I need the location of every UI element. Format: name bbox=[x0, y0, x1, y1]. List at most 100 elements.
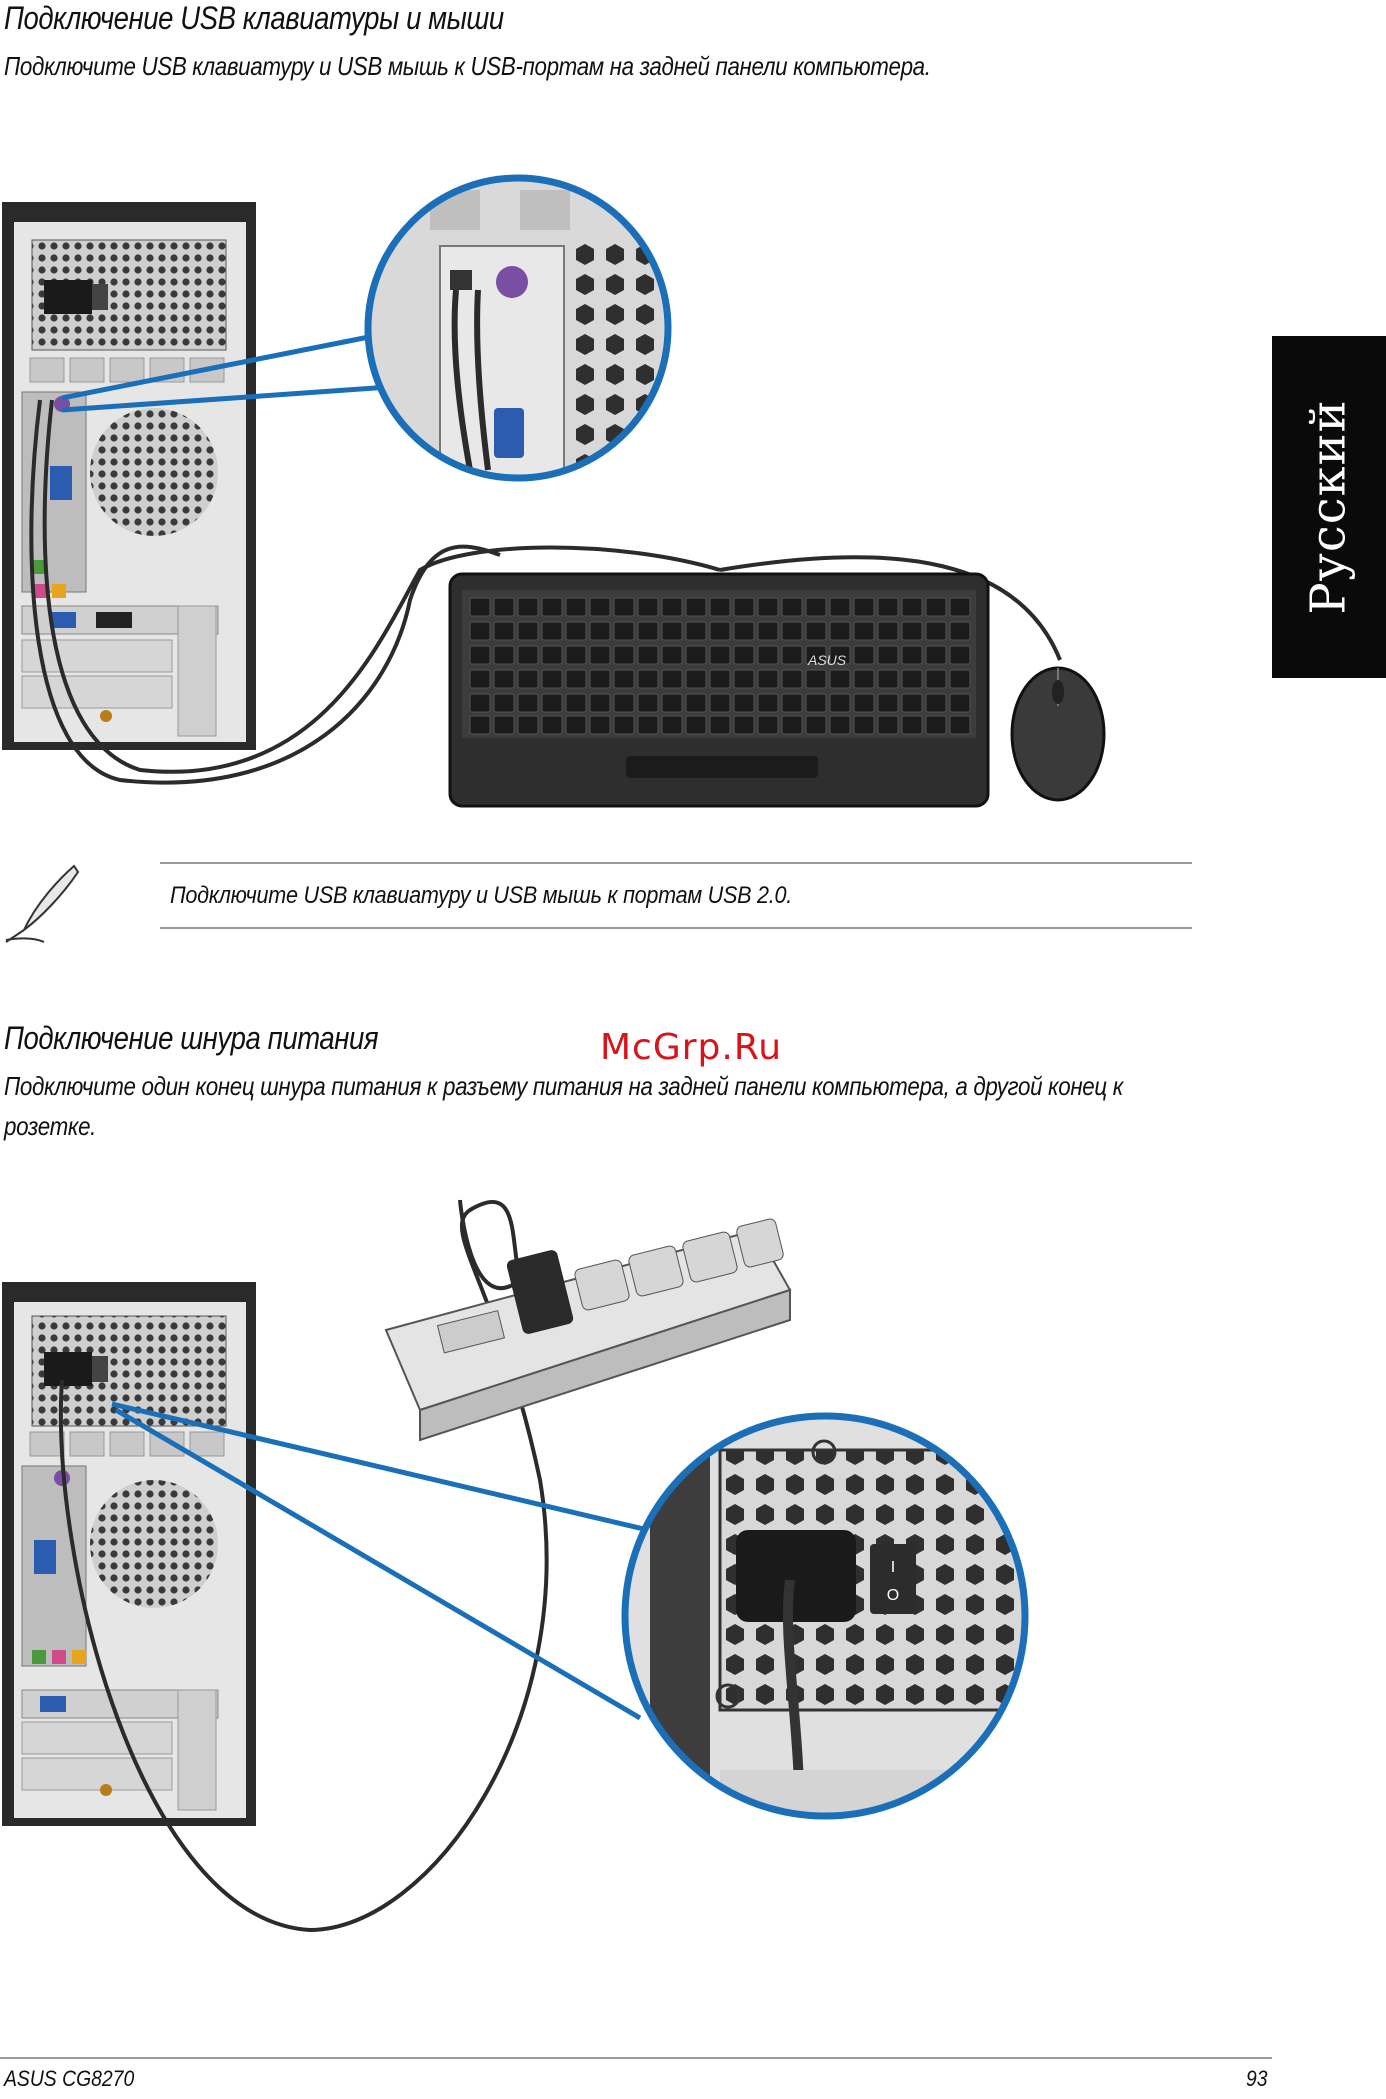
keyboard-key bbox=[853, 645, 875, 665]
keyboard-key bbox=[733, 645, 755, 665]
keyboard-key bbox=[901, 597, 923, 617]
keyboard-key bbox=[733, 693, 755, 713]
keyboard-key bbox=[805, 645, 827, 665]
keyboard-key bbox=[613, 693, 635, 713]
keyboard-key bbox=[637, 597, 659, 617]
keyboard-key bbox=[565, 669, 587, 689]
keyboard-key bbox=[757, 669, 779, 689]
keyboard-key bbox=[757, 645, 779, 665]
language-tab: Русский bbox=[1272, 336, 1386, 678]
keyboard-key bbox=[829, 597, 851, 617]
keyboard-key bbox=[925, 669, 947, 689]
keyboard-key bbox=[757, 693, 779, 713]
keyboard-key bbox=[661, 715, 683, 735]
keyboard-key bbox=[781, 669, 803, 689]
keyboard-key bbox=[709, 715, 731, 735]
keyboard-key bbox=[493, 597, 515, 617]
keyboard-key bbox=[853, 693, 875, 713]
keyboard-key bbox=[517, 621, 539, 641]
footer-page-number: 93 bbox=[1246, 2066, 1268, 2091]
keyboard-key bbox=[685, 621, 707, 641]
keyboard-key bbox=[709, 621, 731, 641]
keyboard-key bbox=[469, 645, 491, 665]
pc-tower-rear-power bbox=[2, 1282, 256, 1826]
keyboard-key bbox=[637, 669, 659, 689]
usb-mouse bbox=[1010, 666, 1106, 802]
keyboard-key bbox=[589, 693, 611, 713]
keyboard-key bbox=[685, 597, 707, 617]
footer-model: ASUS CG8270 bbox=[4, 2066, 135, 2091]
keyboard-key bbox=[709, 693, 731, 713]
keyboard-key bbox=[685, 669, 707, 689]
keyboard-key bbox=[517, 597, 539, 617]
keyboard-key bbox=[781, 693, 803, 713]
keyboard-key bbox=[637, 621, 659, 641]
keyboard-key bbox=[541, 715, 563, 735]
keyboard-key bbox=[877, 669, 899, 689]
keyboard-key bbox=[517, 693, 539, 713]
keyboard-key bbox=[685, 715, 707, 735]
keyboard-key bbox=[541, 693, 563, 713]
keyboard-key bbox=[613, 715, 635, 735]
keyboard-key bbox=[661, 669, 683, 689]
keyboard-key bbox=[589, 645, 611, 665]
keyboard-key bbox=[829, 693, 851, 713]
keyboard-key bbox=[877, 597, 899, 617]
power-strip bbox=[384, 1218, 792, 1442]
svg-text:O: O bbox=[887, 1587, 899, 1604]
keyboard-key bbox=[949, 715, 971, 735]
keyboard-key bbox=[613, 621, 635, 641]
watermark: McGrp.Ru bbox=[600, 1027, 783, 1068]
keyboard-key bbox=[613, 645, 635, 665]
keyboard-key bbox=[733, 597, 755, 617]
keyboard-key bbox=[637, 693, 659, 713]
keyboard-key bbox=[469, 621, 491, 641]
keyboard-key bbox=[829, 645, 851, 665]
keyboard-key bbox=[733, 621, 755, 641]
keyboard-key bbox=[805, 669, 827, 689]
keyboard-key bbox=[685, 645, 707, 665]
keyboard-key bbox=[493, 715, 515, 735]
keyboard-key bbox=[661, 693, 683, 713]
keyboard-key bbox=[613, 669, 635, 689]
keyboard-key bbox=[805, 693, 827, 713]
section-body-usb: Подключите USB клавиатуру и USB мышь к U… bbox=[4, 51, 931, 81]
keyboard-key bbox=[829, 669, 851, 689]
keyboard-key bbox=[925, 597, 947, 617]
keyboard-key bbox=[469, 669, 491, 689]
keyboard-key bbox=[589, 621, 611, 641]
keyboard-key bbox=[661, 645, 683, 665]
keyboard-key bbox=[853, 715, 875, 735]
keyboard-key bbox=[493, 693, 515, 713]
note-text: Подключите USB клавиатуру и USB мышь к п… bbox=[170, 882, 792, 909]
keyboard-key bbox=[877, 621, 899, 641]
keyboard-key bbox=[877, 645, 899, 665]
keyboard-key bbox=[661, 621, 683, 641]
keyboard-key bbox=[493, 645, 515, 665]
keyboard-key bbox=[925, 715, 947, 735]
keyboard-key bbox=[493, 621, 515, 641]
keyboard-key bbox=[469, 693, 491, 713]
keyboard-key bbox=[469, 597, 491, 617]
keyboard-key bbox=[709, 597, 731, 617]
keyboard-key bbox=[949, 693, 971, 713]
keyboard-key bbox=[709, 645, 731, 665]
keyboard-key bbox=[901, 645, 923, 665]
keyboard-key bbox=[565, 621, 587, 641]
keyboard-key bbox=[685, 693, 707, 713]
keyboard-key bbox=[901, 693, 923, 713]
keyboard-key bbox=[829, 621, 851, 641]
keyboard-key bbox=[781, 645, 803, 665]
keyboard-key bbox=[517, 669, 539, 689]
keyboard-key bbox=[925, 621, 947, 641]
svg-text:I: I bbox=[891, 1559, 895, 1576]
keyboard-key bbox=[493, 669, 515, 689]
keyboard-key bbox=[565, 645, 587, 665]
keyboard-key bbox=[541, 669, 563, 689]
keyboard-key bbox=[733, 715, 755, 735]
keyboard-key bbox=[589, 597, 611, 617]
feather-icon bbox=[5, 864, 80, 943]
keyboard-key bbox=[925, 693, 947, 713]
keyboard-key bbox=[709, 669, 731, 689]
keyboard-key bbox=[949, 597, 971, 617]
